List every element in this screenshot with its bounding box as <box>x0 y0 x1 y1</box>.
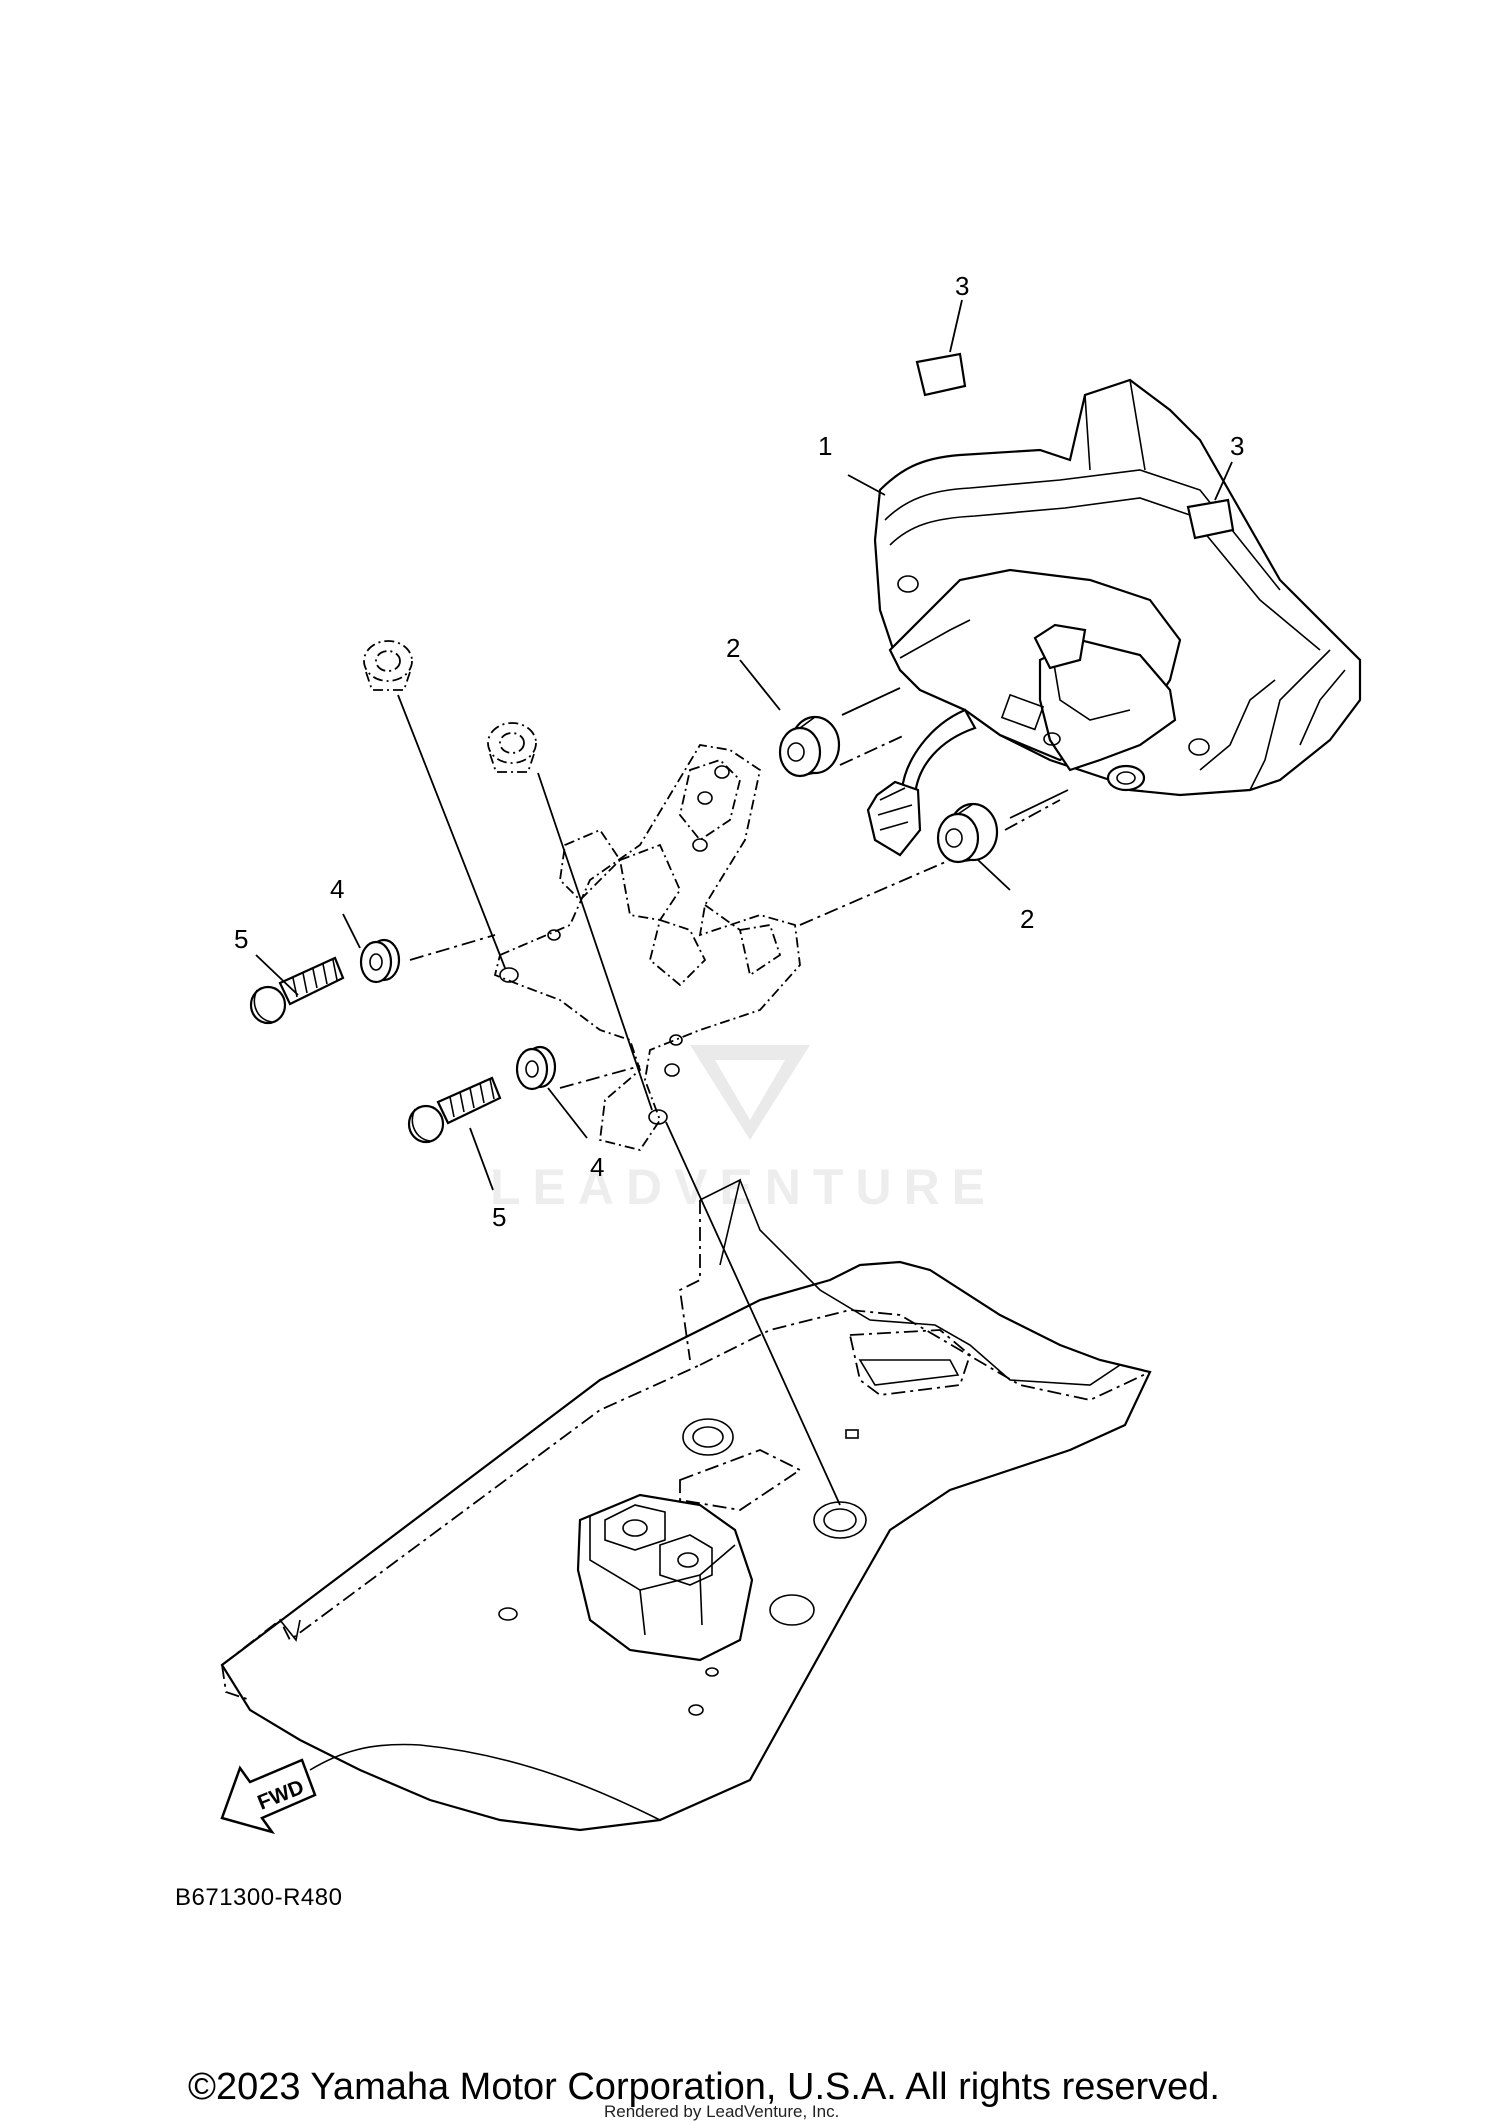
leader-line <box>739 659 781 711</box>
watermark-logo <box>690 1045 810 1140</box>
callout-2: 2 <box>726 633 740 663</box>
leader-line <box>342 913 361 949</box>
fwd-arrow-icon: FWD <box>220 1758 317 1835</box>
leader-line <box>547 1087 588 1139</box>
center-line <box>839 734 906 766</box>
callout-3: 3 <box>955 271 969 301</box>
diagram-code: B671300-R480 <box>175 1884 343 1911</box>
leader-line <box>847 474 886 496</box>
meter-assembly <box>866 378 1362 857</box>
grommet <box>936 802 999 864</box>
render-note: Rendered by LeadVenture, Inc. <box>604 2102 840 2121</box>
pad <box>1186 498 1235 540</box>
center-line <box>1004 799 1061 831</box>
assembly-line <box>1009 789 1069 819</box>
leader-line <box>977 859 1011 891</box>
grommet <box>778 715 841 778</box>
leader-line <box>1214 461 1233 501</box>
bolt <box>249 956 345 1025</box>
center-line <box>799 859 951 926</box>
callout-3: 3 <box>1230 431 1244 461</box>
meter-bracket <box>493 744 801 1152</box>
leader-line <box>469 1127 494 1191</box>
bolt <box>407 1076 502 1144</box>
callout-2: 2 <box>1020 904 1034 934</box>
assembly-line <box>397 694 506 969</box>
callout-5: 5 <box>234 924 248 954</box>
center-line <box>559 1065 641 1089</box>
center-line <box>409 934 496 961</box>
watermark-text: LEADVENTURE <box>490 1159 998 1215</box>
callout-4: 4 <box>590 1152 604 1182</box>
washer <box>515 1045 557 1091</box>
pad <box>915 352 967 397</box>
assembly-line <box>841 687 901 716</box>
callout-1: 1 <box>818 431 832 461</box>
copyright-notice: ©2023 Yamaha Motor Corporation, U.S.A. A… <box>188 2066 1220 2108</box>
callout-5: 5 <box>492 1202 506 1232</box>
leader-line <box>949 299 963 353</box>
callout-4: 4 <box>330 874 344 904</box>
washer <box>359 938 401 984</box>
body-panel <box>220 1178 1152 1832</box>
flange-nut <box>487 722 537 773</box>
assembly-line <box>665 1121 841 1506</box>
flange-nut <box>363 640 413 691</box>
assembly-line <box>537 772 653 1111</box>
leader-line <box>255 954 299 996</box>
